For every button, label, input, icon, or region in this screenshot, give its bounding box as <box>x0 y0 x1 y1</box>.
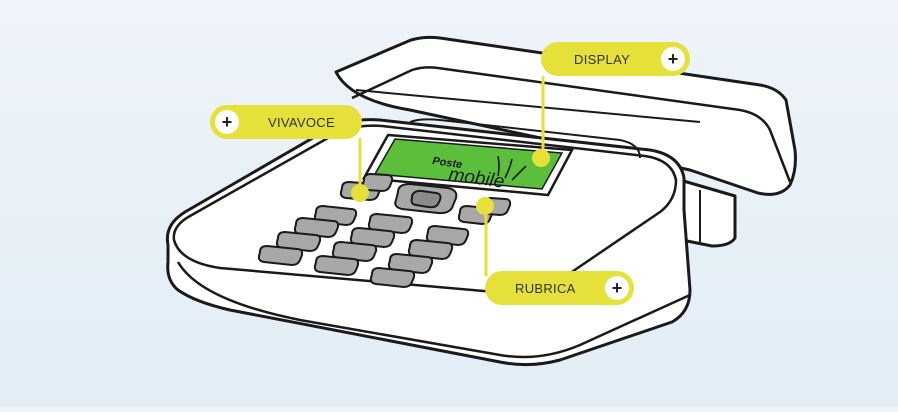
key-star[interactable] <box>257 245 304 266</box>
nav-cluster[interactable] <box>394 182 458 215</box>
screen-brand-top: Poste <box>432 155 463 171</box>
key-0[interactable] <box>313 255 360 276</box>
vivavoce-callout-button[interactable]: + VIVAVOCE <box>210 105 362 139</box>
rubrica-marker <box>476 197 494 215</box>
callout-dots <box>351 149 550 215</box>
handset <box>334 35 797 248</box>
plus-icon[interactable]: + <box>605 276 629 300</box>
plus-icon[interactable]: + <box>215 110 239 134</box>
vivavoce-marker <box>351 184 369 202</box>
key-hash[interactable] <box>369 267 416 288</box>
plus-icon[interactable]: + <box>661 47 685 71</box>
callout-connectors <box>358 76 545 276</box>
vivavoce-callout-label: VIVAVOCE <box>268 115 335 130</box>
display-callout-button[interactable]: DISPLAY + <box>541 42 690 76</box>
screen: Poste mobile <box>361 133 574 197</box>
rubrica-callout-button[interactable]: RUBRICA + <box>485 271 634 305</box>
brand-mark-icon <box>497 155 527 181</box>
display-marker <box>532 149 550 167</box>
rubrica-callout-label: RUBRICA <box>515 281 576 296</box>
display-callout-label: DISPLAY <box>574 52 631 67</box>
